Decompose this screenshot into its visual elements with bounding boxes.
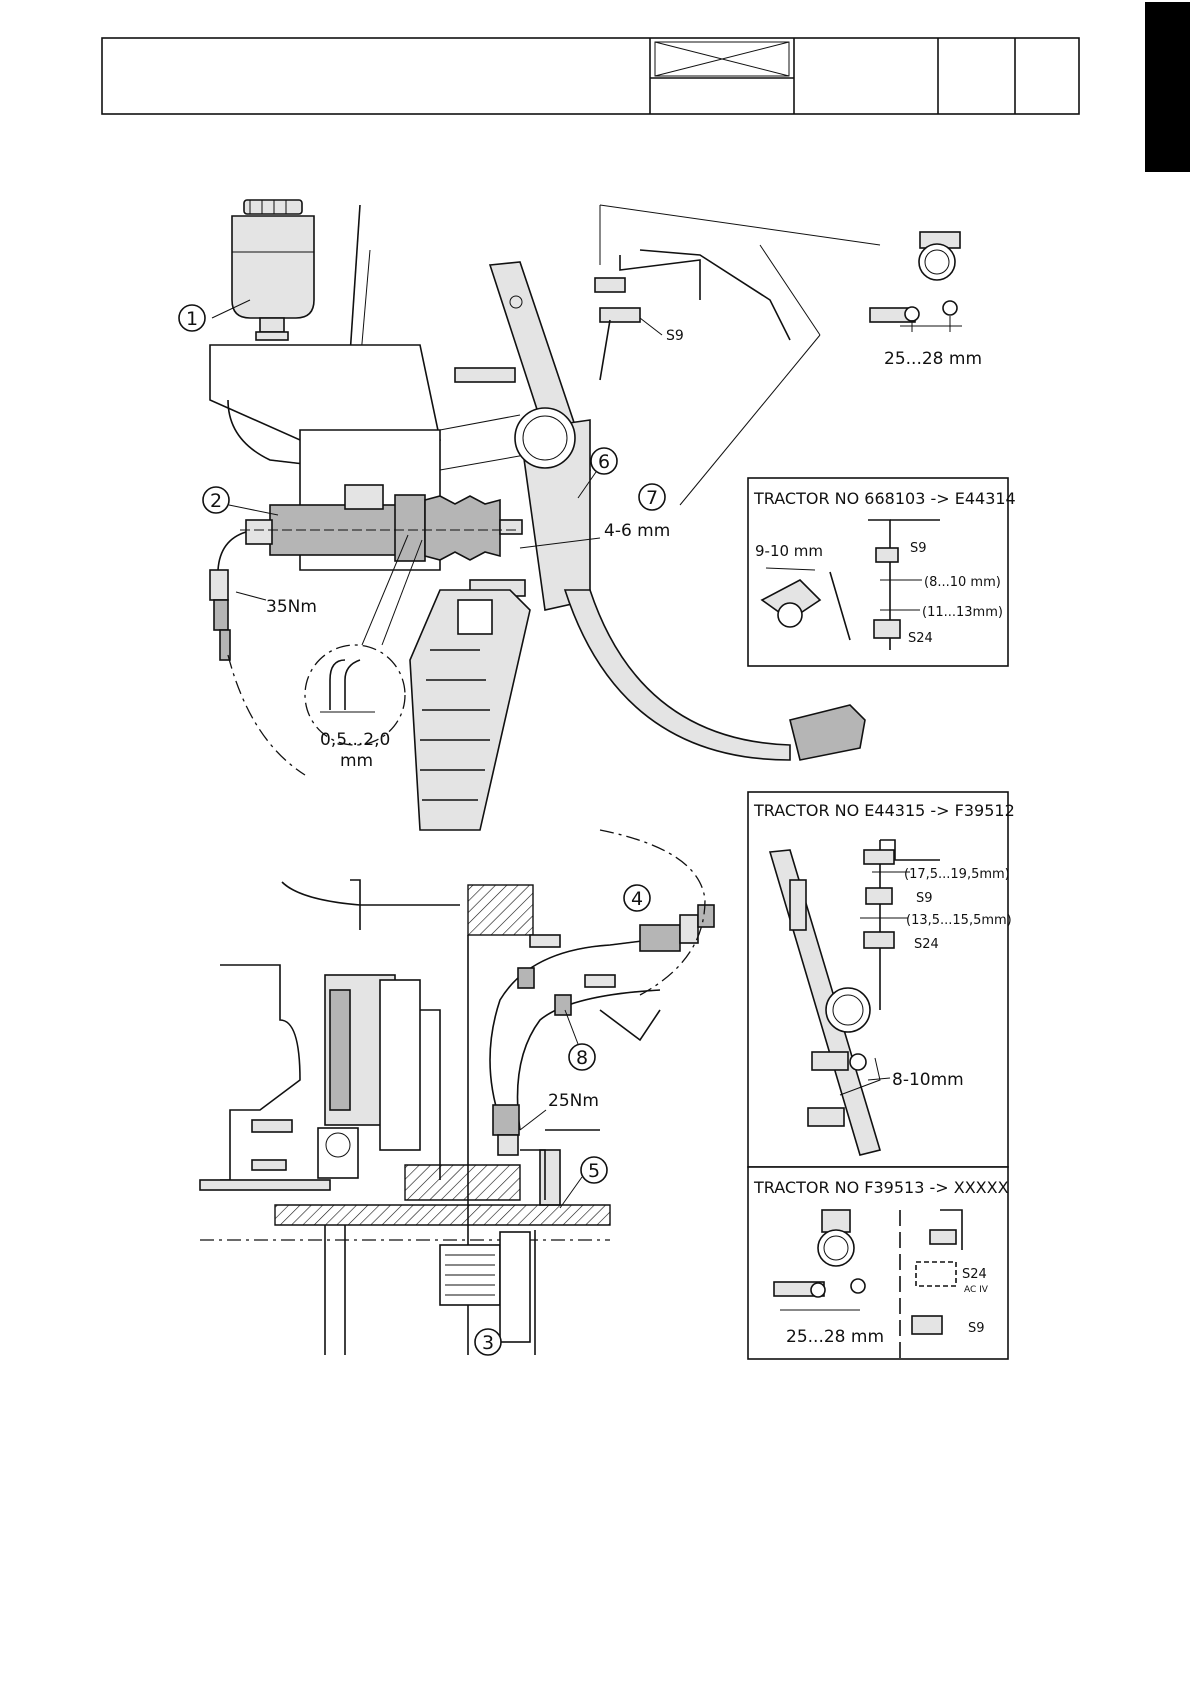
callout-2: 2	[203, 487, 229, 513]
inset-1-dim-a: (8...10 mm)	[924, 575, 1001, 590]
svg-text:8: 8	[576, 1047, 588, 1069]
inset-3-switch-bottom: S9	[968, 1321, 985, 1336]
callout-6: 6	[591, 448, 617, 474]
inset-2-title: TRACTOR NO E44315 -> F39512	[753, 801, 1015, 820]
inset-2-switch-top: S9	[916, 891, 933, 906]
callout-1: 1	[179, 305, 205, 331]
inset-1-dim-b: (11...13mm)	[922, 605, 1003, 620]
bell-housing-section	[200, 880, 610, 1355]
svg-text:6: 6	[598, 451, 610, 473]
inset-2-gap: 8-10mm	[892, 1070, 964, 1090]
hose-fitting-lower	[640, 905, 714, 951]
inset-2-dim-a: (17,5...19,5mm)	[904, 867, 1010, 882]
title-block	[102, 38, 1079, 114]
svg-text:3: 3	[482, 1332, 494, 1354]
inset-3-gap: 25...28 mm	[786, 1327, 884, 1347]
callout-4: 4	[624, 885, 650, 911]
master-cylinder	[240, 485, 522, 561]
callout-5: 5	[581, 1157, 607, 1183]
switch-label-s9: S9	[666, 328, 684, 344]
svg-text:1: 1	[186, 308, 198, 330]
svg-text:5: 5	[588, 1160, 600, 1182]
dimension-rod-gap: 4-6 mm	[604, 521, 670, 541]
inset-3-title: TRACTOR NO F39513 -> XXXXX	[753, 1178, 1009, 1197]
switch-linkage-sketch	[595, 205, 880, 505]
detail-gap-value: 0,5...2,0	[320, 730, 390, 750]
inset-1-title: TRACTOR NO 668103 -> E44314	[753, 489, 1016, 508]
callout-7: 7	[639, 484, 665, 510]
hose-fitting-upper	[210, 570, 230, 660]
rod-end-top-right	[870, 232, 962, 332]
inset-3-switch-mid: S24	[962, 1267, 987, 1282]
dimension-top-right: 25...28 mm	[884, 349, 982, 369]
callout-8: 8	[569, 1044, 595, 1070]
inset-1-gap: 9-10 mm	[755, 542, 823, 560]
torque-hose-upper: 35Nm	[266, 597, 317, 617]
inset-1-switch-top: S9	[910, 541, 927, 556]
svg-text:2: 2	[210, 490, 222, 512]
svg-text:7: 7	[646, 487, 658, 509]
svg-text:4: 4	[631, 888, 643, 910]
inset-2-switch-bottom: S24	[914, 937, 939, 952]
inset-1-switch-bottom: S24	[908, 631, 933, 646]
inset-panel-3: TRACTOR NO F39513 -> XXXXX 25...28 mm S2…	[748, 1167, 1009, 1360]
return-spring-assembly	[410, 590, 530, 830]
detail-gap-unit: mm	[340, 751, 373, 771]
section-tab-marker	[1145, 2, 1190, 172]
inset-3-switch-mid-sub: AC IV	[964, 1285, 989, 1295]
inset-2-dim-b: (13,5...15,5mm)	[906, 913, 1012, 928]
fluid-reservoir	[232, 200, 314, 340]
inset-panel-1: TRACTOR NO 668103 -> E44314 9-10 mm S9 (…	[748, 478, 1016, 666]
release-spring	[440, 1245, 500, 1305]
inset-panel-2: TRACTOR NO E44315 -> F39512 (17,5...19,5…	[748, 792, 1015, 1167]
torque-pipe: 25Nm	[548, 1091, 599, 1111]
callout-3: 3	[475, 1329, 501, 1355]
